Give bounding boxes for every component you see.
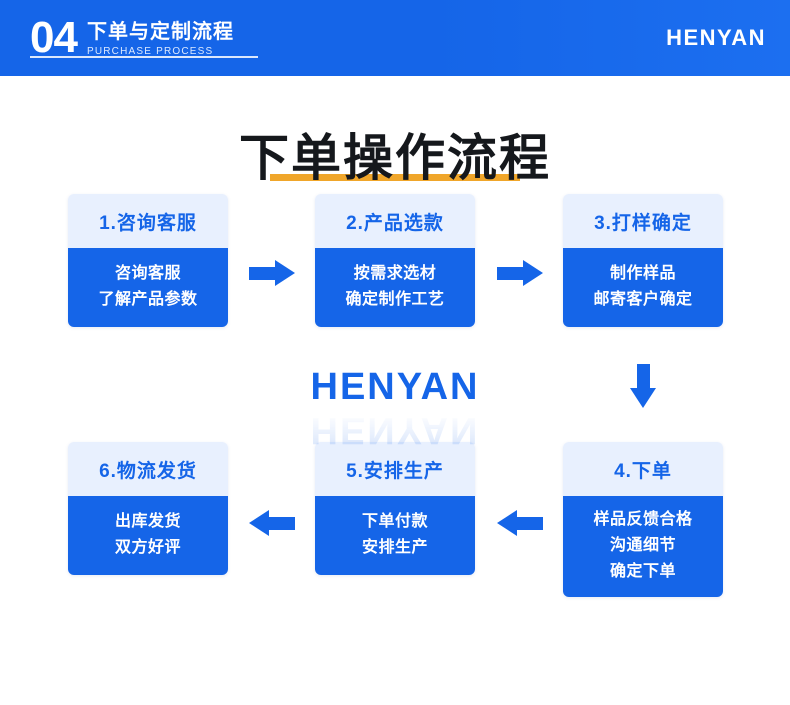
flow-step-2-line1: 按需求选材 xyxy=(353,265,437,282)
page-header: 04 下单与定制流程 PURCHASE PROCESS HENYAN xyxy=(0,0,790,76)
section-number: 04 xyxy=(30,13,78,62)
flow-step-5-title: 5.安排生产 xyxy=(315,442,475,496)
flow-step-4: 4.下单 样品反馈合格 沟通细节 确定下单 xyxy=(563,442,723,597)
flow-step-2-body: 按需求选材 确定制作工艺 xyxy=(315,248,475,327)
flow-step-1-line2: 了解产品参数 xyxy=(98,291,198,308)
flow-step-3-line1: 制作样品 xyxy=(609,265,676,282)
flow-step-4-line2: 沟通细节 xyxy=(609,537,676,554)
flow-step-4-body: 样品反馈合格 沟通细节 确定下单 xyxy=(563,496,723,597)
process-flow-diagram: 1.咨询客服 咨询客服 了解产品参数 2.产品选款 按需求选材 确定制作工艺 3… xyxy=(0,194,790,664)
page-title: 下单操作流程 xyxy=(239,130,551,186)
title-highlight-bar xyxy=(270,174,520,181)
flow-step-3: 3.打样确定 制作样品 邮寄客户确定 xyxy=(563,194,723,327)
flow-step-2-line2: 确定制作工艺 xyxy=(345,291,445,308)
flow-step-6: 6.物流发货 出库发货 双方好评 xyxy=(68,442,228,575)
flow-step-5: 5.安排生产 下单付款 安排生产 xyxy=(315,442,475,575)
flow-step-4-line1: 样品反馈合格 xyxy=(593,511,693,528)
header-title-en: PURCHASE PROCESS xyxy=(86,45,214,57)
flow-step-1: 1.咨询客服 咨询客服 了解产品参数 xyxy=(68,194,228,327)
flow-step-6-line1: 出库发货 xyxy=(114,513,181,530)
flow-step-1-body: 咨询客服 了解产品参数 xyxy=(68,248,228,327)
flow-step-4-title: 4.下单 xyxy=(563,442,723,496)
flow-step-5-line1: 下单付款 xyxy=(361,513,428,530)
header-title-cn: 下单与定制流程 xyxy=(86,20,234,43)
flow-step-2: 2.产品选款 按需求选材 确定制作工艺 xyxy=(315,194,475,327)
flow-step-6-title: 6.物流发货 xyxy=(68,442,228,496)
flow-step-3-body: 制作样品 邮寄客户确定 xyxy=(563,248,723,327)
flow-step-3-line2: 邮寄客户确定 xyxy=(593,291,693,308)
flow-step-6-line2: 双方好评 xyxy=(114,539,181,556)
arrow-down-icon-step3-step4 xyxy=(630,364,656,410)
arrow-left-icon-step5-step6 xyxy=(249,510,295,536)
main-title-block: 下单操作流程 xyxy=(0,128,790,194)
header-title-group: 下单与定制流程 PURCHASE PROCESS xyxy=(87,18,234,59)
flow-step-5-body: 下单付款 安排生产 xyxy=(315,496,475,575)
flow-step-2-title: 2.产品选款 xyxy=(315,194,475,248)
flow-step-1-line1: 咨询客服 xyxy=(114,265,181,282)
center-watermark: HENYAN HENYAN xyxy=(0,366,790,451)
header-underline xyxy=(30,56,258,58)
flow-step-3-title: 3.打样确定 xyxy=(563,194,723,248)
arrow-right-icon-step2-step3 xyxy=(497,260,543,286)
flow-step-4-line3: 确定下单 xyxy=(609,563,676,580)
brand-logo: HENYAN xyxy=(666,25,766,50)
arrow-right-icon-step1-step2 xyxy=(249,260,295,286)
arrow-left-icon-step4-step5 xyxy=(497,510,543,536)
flow-step-5-line2: 安排生产 xyxy=(361,539,428,556)
flow-step-1-title: 1.咨询客服 xyxy=(68,194,228,248)
flow-step-6-body: 出库发货 双方好评 xyxy=(68,496,228,575)
watermark-text: HENYAN xyxy=(310,366,480,408)
